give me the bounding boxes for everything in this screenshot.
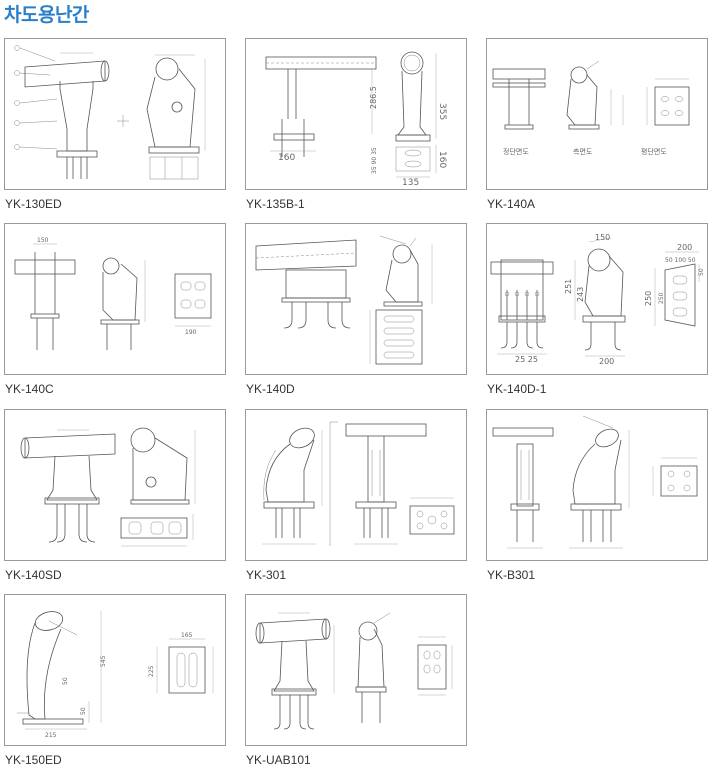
- product-caption[interactable]: YK-130ED: [5, 197, 62, 211]
- product-card-yk-150ed[interactable]: 215 545 50 50 165 225 YK-150ED: [4, 594, 226, 767]
- product-card-yk-140d-1[interactable]: 25 25 150 251 243 200 200 50 100 50 250 …: [486, 223, 708, 396]
- dim-label: 25 25: [515, 355, 538, 364]
- product-card-yk-140a[interactable]: 정단면도 측면도 평단면도 YK-140A: [486, 38, 708, 211]
- dim-label: 250: [644, 291, 653, 306]
- view-label: 정단면도: [503, 147, 529, 156]
- product-drawing-yk-150ed[interactable]: 215 545 50 50 165 225: [4, 594, 226, 746]
- product-caption[interactable]: YK-140C: [5, 382, 54, 396]
- dim-label: 135: [402, 178, 419, 188]
- product-drawing-yk-135b-1[interactable]: 160 286.5 35 90 35 355 160 135: [245, 38, 467, 190]
- product-caption[interactable]: YK-301: [246, 568, 287, 582]
- view-label: 평단면도: [641, 147, 667, 156]
- dim-label: 160: [437, 151, 447, 168]
- product-card-yk-140c[interactable]: 150 190 YK-140C: [4, 223, 226, 396]
- dim-label: 215: [45, 732, 57, 739]
- product-caption[interactable]: YK-B301: [487, 568, 536, 582]
- product-card-yk-301[interactable]: YK-301: [245, 409, 467, 582]
- dim-label: 200: [677, 243, 692, 252]
- product-drawing-yk-140sd[interactable]: [4, 409, 226, 561]
- dim-label: 150: [595, 233, 610, 242]
- view-label: 측면도: [573, 147, 593, 156]
- dim-label: 50: [698, 268, 705, 276]
- dim-label: 165: [181, 632, 193, 639]
- product-card-yk-b301[interactable]: YK-B301: [486, 409, 708, 582]
- product-card-yk-135b-1[interactable]: 160 286.5 35 90 35 355 160 135 YK-135B-1: [245, 38, 467, 211]
- product-caption[interactable]: YK-140D-1: [487, 382, 547, 396]
- product-drawing-yk-uab101[interactable]: [245, 594, 467, 746]
- product-drawing-yk-301[interactable]: [245, 409, 467, 561]
- product-caption[interactable]: YK-135B-1: [246, 197, 305, 211]
- product-drawing-yk-b301[interactable]: [486, 409, 708, 561]
- product-drawing-yk-140d-1[interactable]: 25 25 150 251 243 200 200 50 100 50 250 …: [486, 223, 708, 375]
- product-card-yk-140d[interactable]: YK-140D: [245, 223, 467, 396]
- product-card-yk-uab101[interactable]: YK-UAB101: [245, 594, 467, 767]
- dim-label: 250: [658, 292, 665, 304]
- product-drawing-yk-130ed[interactable]: [4, 38, 226, 190]
- product-caption[interactable]: YK-140A: [487, 197, 536, 211]
- dim-label: 50: [62, 677, 69, 685]
- dim-label: 200: [599, 357, 614, 366]
- dim-label: 50: [80, 707, 87, 715]
- product-card-yk-140sd[interactable]: YK-140SD: [4, 409, 226, 582]
- product-caption[interactable]: YK-140SD: [5, 568, 62, 582]
- dim-label: 190: [185, 329, 197, 336]
- dim-label: 355: [437, 103, 447, 120]
- dim-label: 286.5: [369, 86, 378, 109]
- product-caption[interactable]: YK-140D: [246, 382, 295, 396]
- product-card-yk-130ed[interactable]: YK-130ED: [4, 38, 226, 211]
- product-caption[interactable]: YK-UAB101: [246, 753, 311, 767]
- dim-label: 545: [100, 655, 107, 667]
- page-title: 차도용난간: [4, 4, 89, 26]
- product-drawing-yk-140c[interactable]: 150 190: [4, 223, 226, 375]
- dim-label: 251: [564, 279, 573, 294]
- product-caption[interactable]: YK-150ED: [5, 753, 62, 767]
- product-drawing-yk-140a[interactable]: 정단면도 측면도 평단면도: [486, 38, 708, 190]
- product-drawing-yk-140d[interactable]: [245, 223, 467, 375]
- dim-label: 225: [148, 665, 155, 677]
- dim-label: 160: [278, 153, 295, 163]
- dim-label: 150: [37, 237, 49, 244]
- dim-label: 35 90 35: [371, 147, 378, 174]
- dim-label: 243: [576, 287, 585, 302]
- dim-label: 50 100 50: [665, 257, 696, 264]
